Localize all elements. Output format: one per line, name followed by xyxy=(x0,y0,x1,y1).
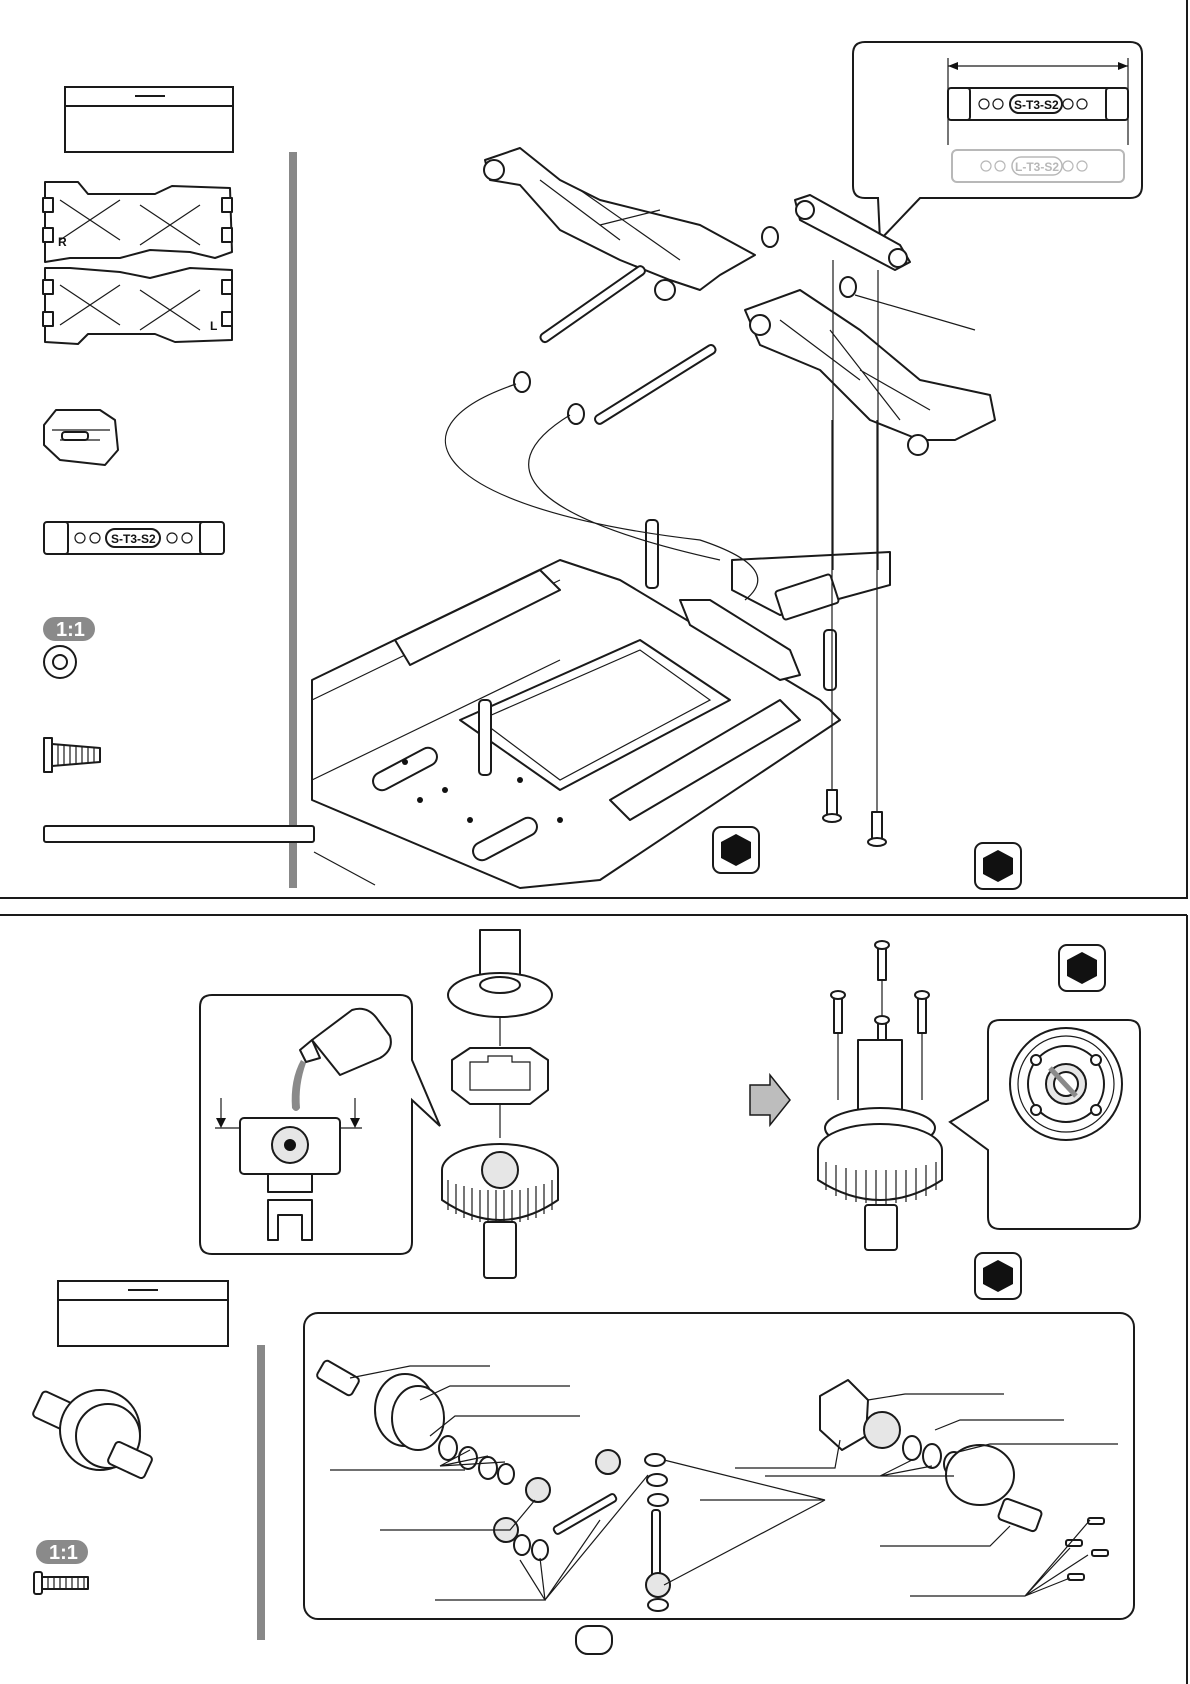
arm-mark-left: L xyxy=(210,319,217,333)
diff-exploded-parts-box xyxy=(304,1313,1134,1619)
bottom-step: 1:1 xyxy=(0,915,1187,1684)
hinge-pin-thumbnail xyxy=(44,826,314,842)
callout-holder-short-label: S-T3-S2 xyxy=(1014,98,1059,112)
diff-exploded-drawing xyxy=(442,930,558,1278)
pin-holder-label: S-T3-S2 xyxy=(111,532,156,546)
hex-wrench-icon xyxy=(975,1253,1021,1299)
parts-column-divider xyxy=(289,152,297,888)
arm-mark-right: R xyxy=(58,235,67,249)
upper-arm-drawing xyxy=(484,148,755,300)
washer-icon xyxy=(44,646,76,678)
chassis-drawing xyxy=(312,520,890,888)
pin-holder-thumbnail: S-T3-S2 xyxy=(44,522,224,554)
arrow-right-icon xyxy=(750,1075,790,1125)
diff-thumbnail xyxy=(32,1390,153,1479)
hinge-pin-lower xyxy=(594,344,717,426)
screw-ratio-label: 1:1 xyxy=(49,1542,78,1564)
washer-ratio-label: 1:1 xyxy=(56,619,85,641)
arm-right-thumbnail: R xyxy=(43,182,232,262)
hex-wrench-icon xyxy=(1059,945,1105,991)
hinge-pin-upper xyxy=(539,265,647,344)
oil-fill-callout xyxy=(200,995,440,1254)
arm-left-thumbnail: L xyxy=(43,268,232,344)
diff-assembled-drawing xyxy=(818,941,942,1250)
screw-icon xyxy=(34,1572,42,1594)
parts-list-box-bottom xyxy=(58,1281,228,1346)
pin-holder-drawing xyxy=(795,195,910,270)
callout-holder-long-label: L-T3-S2 xyxy=(1015,160,1059,174)
parts-list-box xyxy=(65,87,233,152)
screw-ratio-thumbnail: 1:1 xyxy=(34,1540,88,1594)
hex-wrench-icon xyxy=(975,843,1021,889)
gear-side-callout xyxy=(950,1020,1140,1229)
lower-arm-drawing xyxy=(745,290,995,455)
screw-icon xyxy=(44,738,52,772)
page-number-badge xyxy=(576,1626,612,1654)
hex-wrench-icon xyxy=(713,827,759,873)
oil-bottle-icon xyxy=(292,1009,391,1111)
guide-line-lower xyxy=(529,415,720,560)
washer-thumbnail: 1:1 xyxy=(43,617,95,678)
screw-thumbnail xyxy=(44,738,100,772)
holder-comparison-callout: S-T3-S2 L-T3-S2 xyxy=(853,42,1142,240)
diff-screws xyxy=(831,941,929,1050)
holder-block-thumbnail xyxy=(44,410,118,465)
parts-column-divider-bottom xyxy=(257,1345,265,1640)
top-step: R L S-T3-S2 xyxy=(0,0,1187,899)
